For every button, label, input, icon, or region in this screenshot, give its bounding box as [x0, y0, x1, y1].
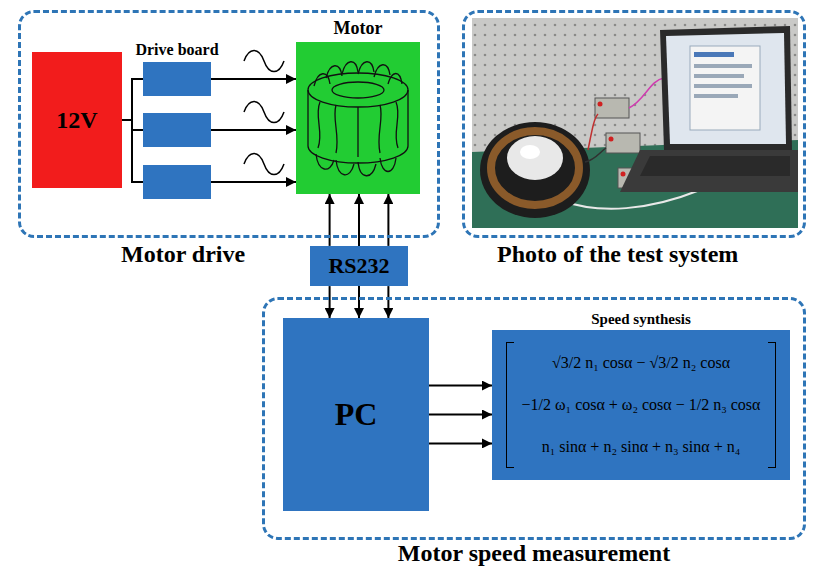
test-system-photo — [621, 172, 626, 177]
interface-box: RS232 — [310, 246, 408, 286]
connector-arrow — [387, 194, 389, 246]
heading-label: Motor drive — [121, 241, 245, 267]
connector-arrow — [122, 79, 143, 120]
test-system-photo — [629, 78, 664, 108]
test-system-photo — [694, 94, 738, 98]
test-system-photo — [694, 64, 752, 68]
connector-arrow — [329, 194, 331, 246]
test-system-photo — [491, 131, 579, 205]
motor-stator-drawing — [308, 73, 408, 107]
box-label: RS232 — [328, 254, 389, 278]
test-system-photo — [694, 52, 734, 57]
box-label: PC — [335, 397, 378, 432]
heading-label: Motor — [334, 19, 383, 39]
motor-stator-drawing — [296, 42, 420, 194]
motor-stator-drawing — [396, 102, 398, 148]
connector-arrow — [329, 286, 331, 318]
motor-stator-drawing — [308, 62, 408, 176]
test-system-photo — [588, 114, 598, 150]
test-system-photo — [480, 122, 590, 218]
connector-arrow — [211, 78, 296, 80]
motor-stator-drawing — [379, 105, 381, 153]
drive-board-box: Drive board — [143, 62, 211, 96]
test-system-photo — [472, 18, 798, 228]
test-system-photo — [620, 150, 798, 192]
group-region: Photo of the test system — [462, 10, 806, 238]
matrix-row: n₁ sinα + n₂ sinα + n₃ sinα + n₄ — [522, 426, 761, 468]
connector-arrow — [122, 120, 143, 182]
heading-holder: Motor drive — [121, 241, 245, 267]
test-system-photo — [694, 74, 744, 78]
connector-arrow — [429, 385, 492, 387]
computer-box: PC — [283, 318, 429, 511]
connector-arrow — [387, 286, 389, 318]
test-system-photo — [606, 133, 640, 153]
heading-holder: Motor — [334, 19, 383, 39]
matrix-bracket: √3/2 n₁ cosα − √3/2 n₂ cosα−1/2 ω₁ cosα … — [506, 340, 777, 470]
motor-stator-drawing — [335, 105, 337, 153]
test-system-photo — [694, 84, 752, 88]
connector-arrow — [429, 414, 492, 416]
heading-holder: Motor speed measurement — [398, 540, 670, 566]
motor-stator-drawing — [388, 74, 402, 85]
motor-stator-drawing — [318, 102, 320, 148]
motor-stator-drawing — [380, 158, 396, 172]
motor-box: Motor — [296, 42, 420, 194]
sine-wave-symbol — [244, 51, 284, 175]
connector-arrow — [211, 129, 296, 131]
motor-stator-drawing — [358, 162, 376, 176]
test-system-photo — [598, 102, 603, 107]
test-system-photo — [595, 98, 629, 118]
motor-stator-drawing — [316, 154, 334, 169]
test-system-photo — [660, 26, 792, 150]
motor-stator-drawing — [357, 107, 358, 157]
power-supply-box: 12V — [32, 52, 122, 188]
motor-stator-drawing — [336, 160, 354, 175]
motor-stator-drawing — [374, 65, 390, 77]
heading-label: Photo of the test system — [497, 241, 738, 267]
test-system-photo — [507, 136, 563, 180]
connector-arrow — [358, 194, 360, 246]
motor-stator-drawing — [326, 66, 342, 78]
matrix-row: −1/2 ω₁ cosα + ω₂ cosα − 1/2 n₃ cosα — [522, 384, 761, 426]
heading-holder: Speed synthesis — [591, 311, 691, 328]
group-region: Motor drive12VDrive board Motor — [18, 10, 440, 238]
sine-wave-symbol — [244, 102, 284, 123]
test-system-photo — [520, 145, 540, 159]
motor-stator-drawing — [308, 90, 408, 163]
heading-holder: Photo of the test system — [497, 241, 738, 267]
matrix-row: √3/2 n₁ cosα − √3/2 n₂ cosα — [522, 342, 761, 384]
motor-stator-drawing — [314, 74, 330, 86]
sine-wave-symbol — [244, 154, 284, 175]
heading-label: Speed synthesis — [591, 311, 691, 328]
heading-label: Drive board — [135, 41, 218, 59]
drive-board-box — [143, 113, 211, 147]
sine-wave-symbol — [244, 51, 284, 72]
connector-arrow — [211, 181, 296, 183]
matrix-box: √3/2 n₁ cosα − √3/2 n₂ cosα−1/2 ω₁ cosα … — [492, 330, 790, 480]
test-system-photo — [640, 156, 790, 176]
motor-stator-drawing — [342, 62, 358, 74]
motor-stator-drawing — [332, 82, 384, 98]
test-system-photo — [609, 137, 614, 142]
test-system-photo — [585, 148, 606, 162]
heading-label: Motor speed measurement — [398, 540, 670, 566]
drive-board-box — [143, 165, 211, 199]
heading-holder: Drive board — [135, 41, 218, 59]
test-system-photo — [690, 46, 760, 130]
connector-arrow — [429, 442, 492, 444]
test-system-photo — [666, 33, 786, 144]
box-label: 12V — [56, 107, 97, 133]
group-region: Motor speed measurementPC√3/2 n₁ cosα − … — [262, 297, 806, 540]
connector-arrow — [358, 286, 360, 318]
motor-stator-drawing — [358, 62, 374, 74]
